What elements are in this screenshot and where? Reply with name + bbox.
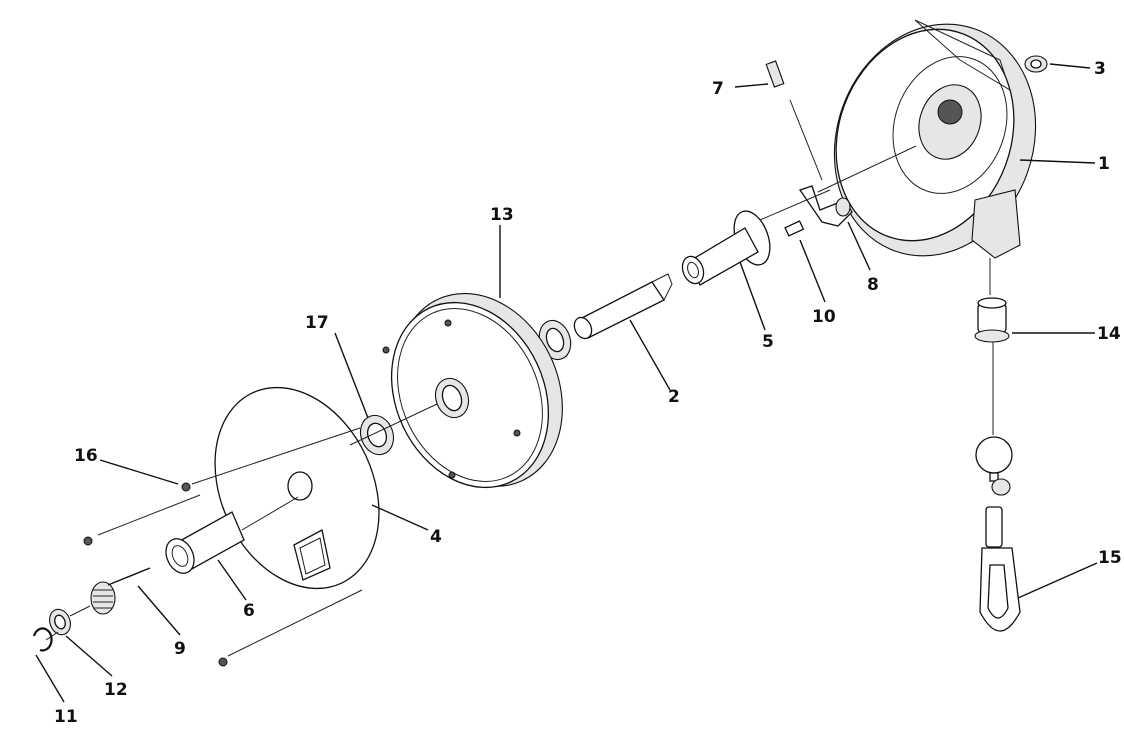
part-17-washer — [359, 414, 395, 456]
callout-2: 2 — [668, 387, 680, 407]
callout-13: 13 — [490, 205, 514, 225]
part-2-shaft — [573, 273, 673, 340]
part-15-hook-assembly — [975, 436, 1021, 632]
part-8-latch — [798, 185, 853, 227]
callout-11: 11 — [54, 707, 78, 727]
callout-8: 8 — [867, 275, 879, 295]
callout-1: 1 — [1098, 154, 1110, 174]
callout-7: 7 — [712, 79, 724, 99]
part-14-stopper — [974, 297, 1010, 435]
part-3-nut — [1024, 55, 1048, 73]
part-1-housing — [833, 19, 1037, 295]
callout-4: 4 — [430, 527, 442, 547]
part-4-cover — [214, 386, 380, 590]
part-12-washer — [49, 608, 71, 636]
callout-6: 6 — [243, 601, 255, 621]
callout-14: 14 — [1097, 324, 1121, 344]
part-13-drum — [382, 293, 563, 489]
callout-16: 16 — [74, 446, 98, 466]
callout-12: 12 — [104, 680, 128, 700]
callout-10: 10 — [812, 307, 836, 327]
callout-9: 9 — [174, 639, 186, 659]
part-6-tube — [165, 511, 245, 574]
part-16-nuts — [83, 482, 228, 667]
part-9-spring — [90, 567, 151, 615]
part-11-clip — [32, 627, 53, 652]
callout-labels: 1 2 3 4 5 6 7 8 9 10 11 12 13 14 15 16 1… — [54, 59, 1122, 727]
part-5-sleeve — [681, 210, 771, 286]
callout-17: 17 — [305, 313, 329, 333]
part-10-pin — [784, 220, 805, 237]
callout-3: 3 — [1094, 59, 1106, 79]
callout-5: 5 — [762, 332, 774, 352]
assembly-guide-lines — [45, 99, 917, 657]
callout-15: 15 — [1098, 548, 1122, 568]
leader-lines — [35, 63, 1098, 703]
part-7-pin — [765, 60, 785, 88]
